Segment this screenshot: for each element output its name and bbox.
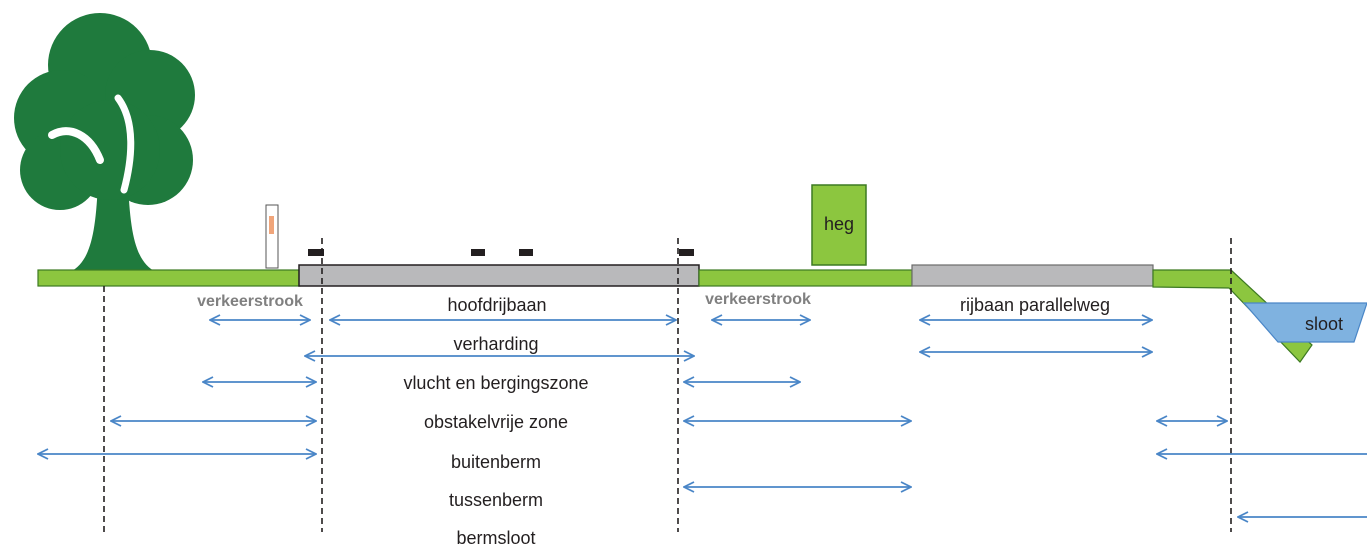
tussenberm-label: tussenberm bbox=[449, 490, 543, 510]
delineator-post-icon bbox=[265, 204, 279, 269]
ground-surface bbox=[37, 264, 1313, 363]
middle-verge bbox=[698, 269, 913, 287]
heg-label: heg bbox=[824, 214, 854, 234]
verkeerstrook-left-label: verkeerstrook bbox=[197, 293, 303, 310]
main-carriageway bbox=[298, 264, 700, 287]
buitenberm-label: buitenberm bbox=[451, 452, 541, 472]
ditch-water bbox=[1242, 302, 1367, 343]
verharding-label: verharding bbox=[453, 334, 538, 354]
left-verge bbox=[37, 269, 301, 287]
tree-icon bbox=[14, 13, 195, 272]
rijbaan-parallelweg-label: rijbaan parallelweg bbox=[960, 295, 1110, 315]
dimension-arrows bbox=[38, 320, 1367, 517]
bermsloot-label: bermsloot bbox=[456, 528, 535, 548]
hedge bbox=[811, 184, 867, 266]
road-markings bbox=[308, 249, 694, 256]
hoofdrijbaan-label: hoofdrijbaan bbox=[447, 295, 546, 315]
vlucht-en-bergingszone-label: vlucht en bergingszone bbox=[403, 373, 588, 393]
sloot-label: sloot bbox=[1305, 314, 1343, 334]
verkeerstrook-right-label: verkeerstrook bbox=[705, 291, 811, 308]
reference-lines bbox=[103, 238, 1232, 532]
parallel-road bbox=[911, 264, 1154, 287]
obstakelvrije-zone-label: obstakelvrije zone bbox=[424, 412, 568, 432]
